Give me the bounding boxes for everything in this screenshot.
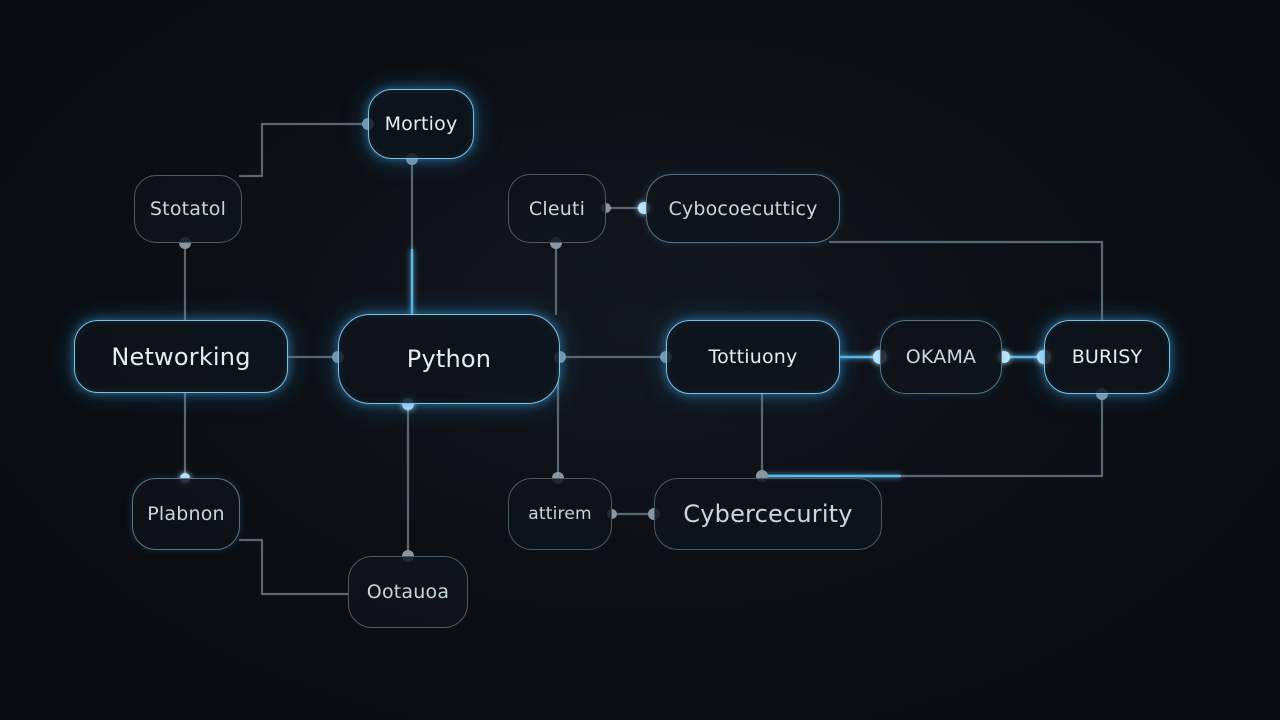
node-burst[interactable]: BURISY — [1044, 320, 1170, 394]
connector-burst-cybersecurity — [760, 392, 1104, 478]
node-platform[interactable]: Plabnon — [132, 478, 240, 550]
node-okama-label: OKAMA — [905, 346, 977, 368]
node-taxonomy-label: Tottiuony — [708, 346, 798, 368]
node-memory-label: Mortioy — [384, 113, 458, 135]
node-attrem-label: attirem — [528, 504, 592, 524]
connector-memory-storage — [238, 122, 372, 178]
node-cybersecurity-label: Cybercecurity — [683, 500, 853, 528]
node-storage-label: Stotatol — [149, 198, 227, 220]
node-taxonomy[interactable]: Tottiuony — [666, 320, 840, 394]
node-database[interactable]: Ootauoa — [348, 556, 468, 628]
node-client-label: Cleuti — [528, 197, 586, 220]
node-python-label: Python — [406, 345, 492, 373]
node-okama[interactable]: OKAMA — [880, 320, 1002, 394]
node-cybersecurity[interactable]: Cybercecurity — [654, 478, 882, 550]
node-cyber-top-label: Cybocoecutticy — [668, 197, 818, 220]
node-memory[interactable]: Mortioy — [368, 89, 474, 159]
node-cyber-top[interactable]: Cybocoecutticy — [646, 174, 840, 243]
node-storage[interactable]: Stotatol — [134, 175, 242, 243]
node-platform-label: Plabnon — [147, 503, 225, 525]
node-database-label: Ootauoa — [366, 581, 450, 603]
connector-cyber-top-burst — [828, 240, 1104, 324]
node-client[interactable]: Cleuti — [508, 174, 606, 243]
node-burst-label: BURISY — [1071, 346, 1143, 368]
node-attrem[interactable]: attirem — [508, 478, 612, 550]
connector-platform-database — [238, 538, 350, 596]
node-networking[interactable]: Networking — [74, 320, 288, 393]
node-python[interactable]: Python — [338, 314, 560, 404]
node-networking-label: Networking — [111, 342, 251, 371]
